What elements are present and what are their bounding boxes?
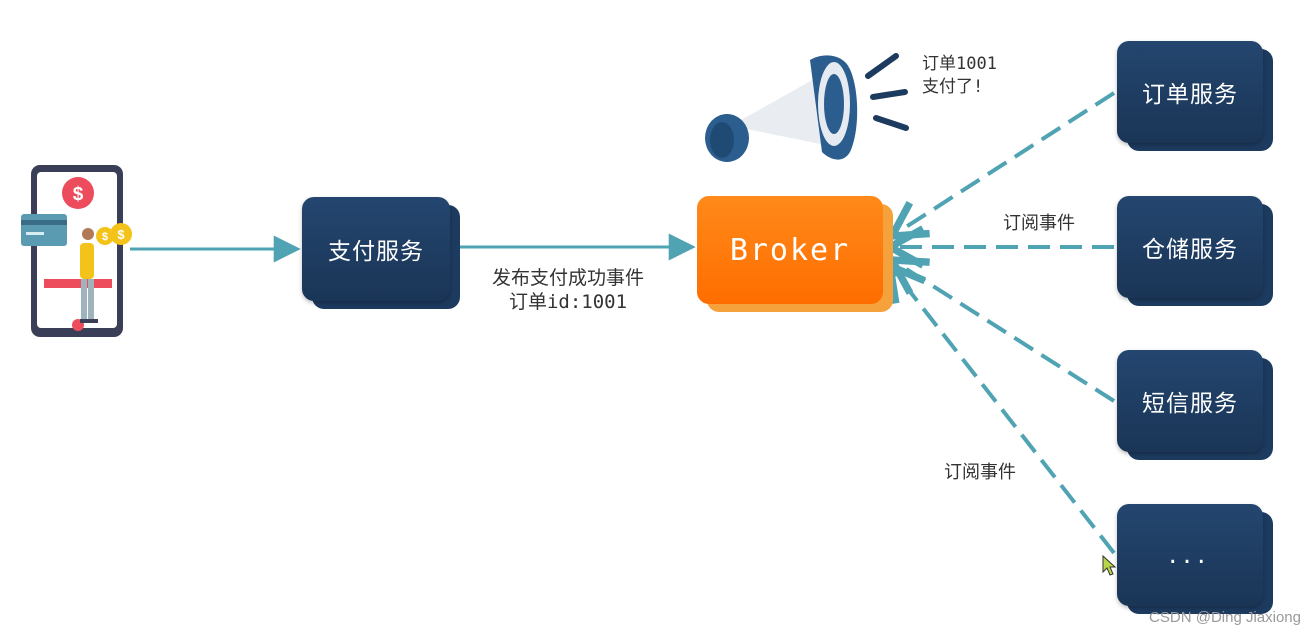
publish-event-label: 发布支付成功事件 订单id:1001 [476,266,660,314]
sms-service-label: 短信服务 [1117,350,1263,452]
announcement-line1: 订单1001 [922,54,997,74]
cursor-icon [1102,554,1117,576]
more-services-box: ... [1117,504,1273,614]
order-service-label: 订单服务 [1117,41,1263,143]
broker-label: Broker [697,196,883,304]
subscribe-arrow-order [892,91,1116,236]
announcement-line2: 支付了! [922,77,984,97]
megaphone-icon [705,53,909,162]
announcement-label: 订单1001 支付了! [922,53,997,99]
subscribe-arrow-more [890,266,1116,555]
publish-event-line1: 发布支付成功事件 [491,267,644,289]
more-services-label: ... [1117,504,1263,606]
svg-text:$: $ [117,227,125,242]
sms-service-box: 短信服务 [1117,350,1273,460]
subscribe-event-label-top: 订阅事件 [1003,213,1075,234]
order-service-box: 订单服务 [1117,41,1273,151]
storage-service-label: 仓储服务 [1117,196,1263,298]
broker-box: Broker [697,196,893,312]
subscribe-event-label-bottom: 订阅事件 [944,462,1016,483]
storage-service-box: 仓储服务 [1117,196,1273,306]
payment-service-box: 支付服务 [302,197,460,309]
payment-service-label: 支付服务 [302,197,450,301]
subscribe-arrow-sms [892,260,1116,403]
watermark: CSDN @Ding Jiaxiong [1149,609,1301,626]
publish-event-line2: 订单id:1001 [508,291,628,313]
phone-payment-icon: $ $ $ [21,165,132,337]
svg-text:$: $ [73,184,84,205]
svg-text:$: $ [102,231,108,243]
